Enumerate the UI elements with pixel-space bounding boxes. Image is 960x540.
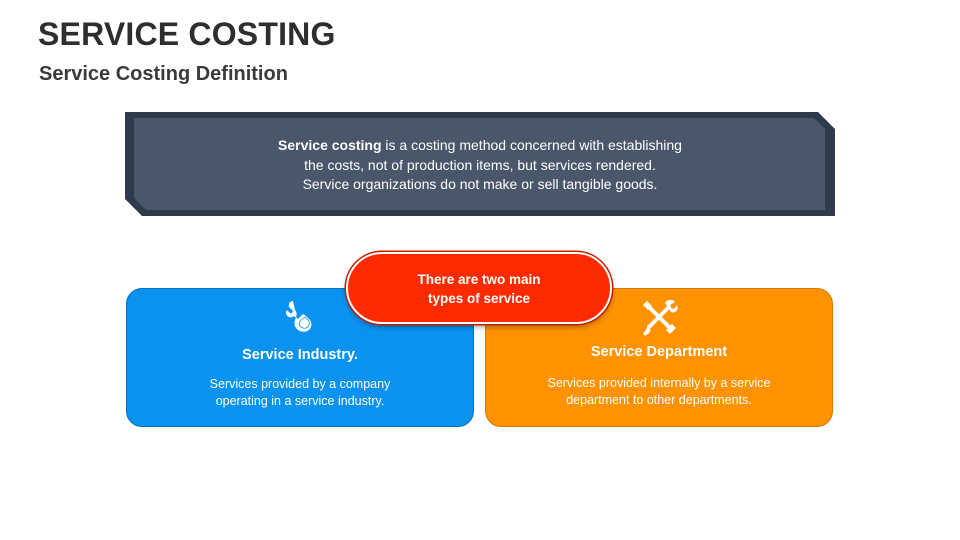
service-industry-body-line-1: Services provided by a company xyxy=(209,377,391,391)
crossed-tools-icon xyxy=(643,299,678,336)
definition-text: Service costing is a costing method conc… xyxy=(125,136,835,195)
two-types-text: There are two main types of service xyxy=(348,270,610,308)
definition-box: Service costing is a costing method conc… xyxy=(125,112,835,216)
two-types-line-2: types of service xyxy=(427,291,531,306)
definition-line-2: the costs, not of production items, but … xyxy=(304,156,656,173)
two-types-pill: There are two main types of service xyxy=(346,252,612,324)
service-department-body: Services provided internally by a servic… xyxy=(486,375,832,409)
wrench-hand-icon xyxy=(285,301,312,332)
service-department-heading: Service Department xyxy=(590,344,728,360)
definition-line-1: Service costing is a costing method conc… xyxy=(125,136,835,156)
slide-subtitle: Service Costing Definition xyxy=(39,63,288,85)
service-department-body-line-2: department to other departments. xyxy=(566,393,752,407)
definition-term: Service costing xyxy=(278,137,382,153)
service-industry-body-line-2: operating in a service industry. xyxy=(215,394,385,408)
service-industry-body: Services provided by a company operating… xyxy=(127,376,473,410)
two-types-line-1: There are two main xyxy=(417,272,541,287)
slide-title: SERVICE COSTING xyxy=(38,16,336,52)
definition-box-shape xyxy=(125,112,835,216)
service-department-body-line-1: Services provided internally by a servic… xyxy=(547,376,771,390)
definition-line-3: Service organizations do not make or sel… xyxy=(302,176,658,192)
definition-line-1-rest: is a costing method concerned with estab… xyxy=(381,137,682,153)
service-industry-heading: Service Industry. xyxy=(242,347,358,363)
